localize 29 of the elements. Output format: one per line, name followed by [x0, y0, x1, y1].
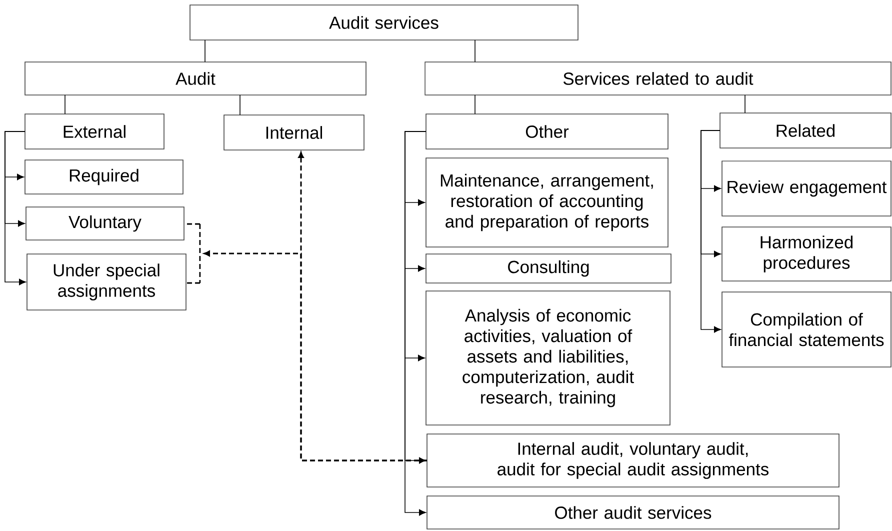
category-box: External — [24, 114, 164, 150]
category-box: Analysis of economic activities, valuation of assets and liabilities, computerization, audit research, training — [426, 290, 670, 426]
category-box: Internal audit, voluntary audit, audit for special audit assignments — [426, 434, 840, 488]
connector — [184, 223, 200, 225]
category-box: Under special assignments — [26, 254, 186, 310]
category-box: Voluntary — [26, 206, 184, 240]
category-box: Compilation of financial statements — [722, 292, 892, 368]
category-box: Maintenance, arrangement, restoration of accounting and preparation of reports — [426, 158, 668, 248]
connector — [474, 94, 476, 114]
category-box: Audit services — [190, 4, 578, 40]
category-box: Required — [24, 160, 184, 194]
connector — [700, 130, 721, 333]
connector — [474, 40, 476, 62]
category-box: Consulting — [426, 254, 672, 284]
category-box: Other — [426, 114, 668, 150]
connector — [64, 94, 66, 114]
category-box: Other audit services — [426, 496, 840, 530]
connector — [204, 40, 206, 62]
category-box: Services related to audit — [424, 62, 892, 96]
category-box: Internal — [224, 114, 364, 150]
category-box: Review engagement — [722, 160, 892, 216]
category-box: Harmonized procedures — [722, 226, 892, 282]
bracket-line — [199, 224, 201, 283]
connector — [186, 282, 200, 284]
category-box: Audit — [24, 62, 366, 96]
connector — [4, 131, 26, 286]
connector — [204, 250, 427, 462]
connector — [744, 94, 746, 114]
category-box: Related — [720, 112, 892, 148]
